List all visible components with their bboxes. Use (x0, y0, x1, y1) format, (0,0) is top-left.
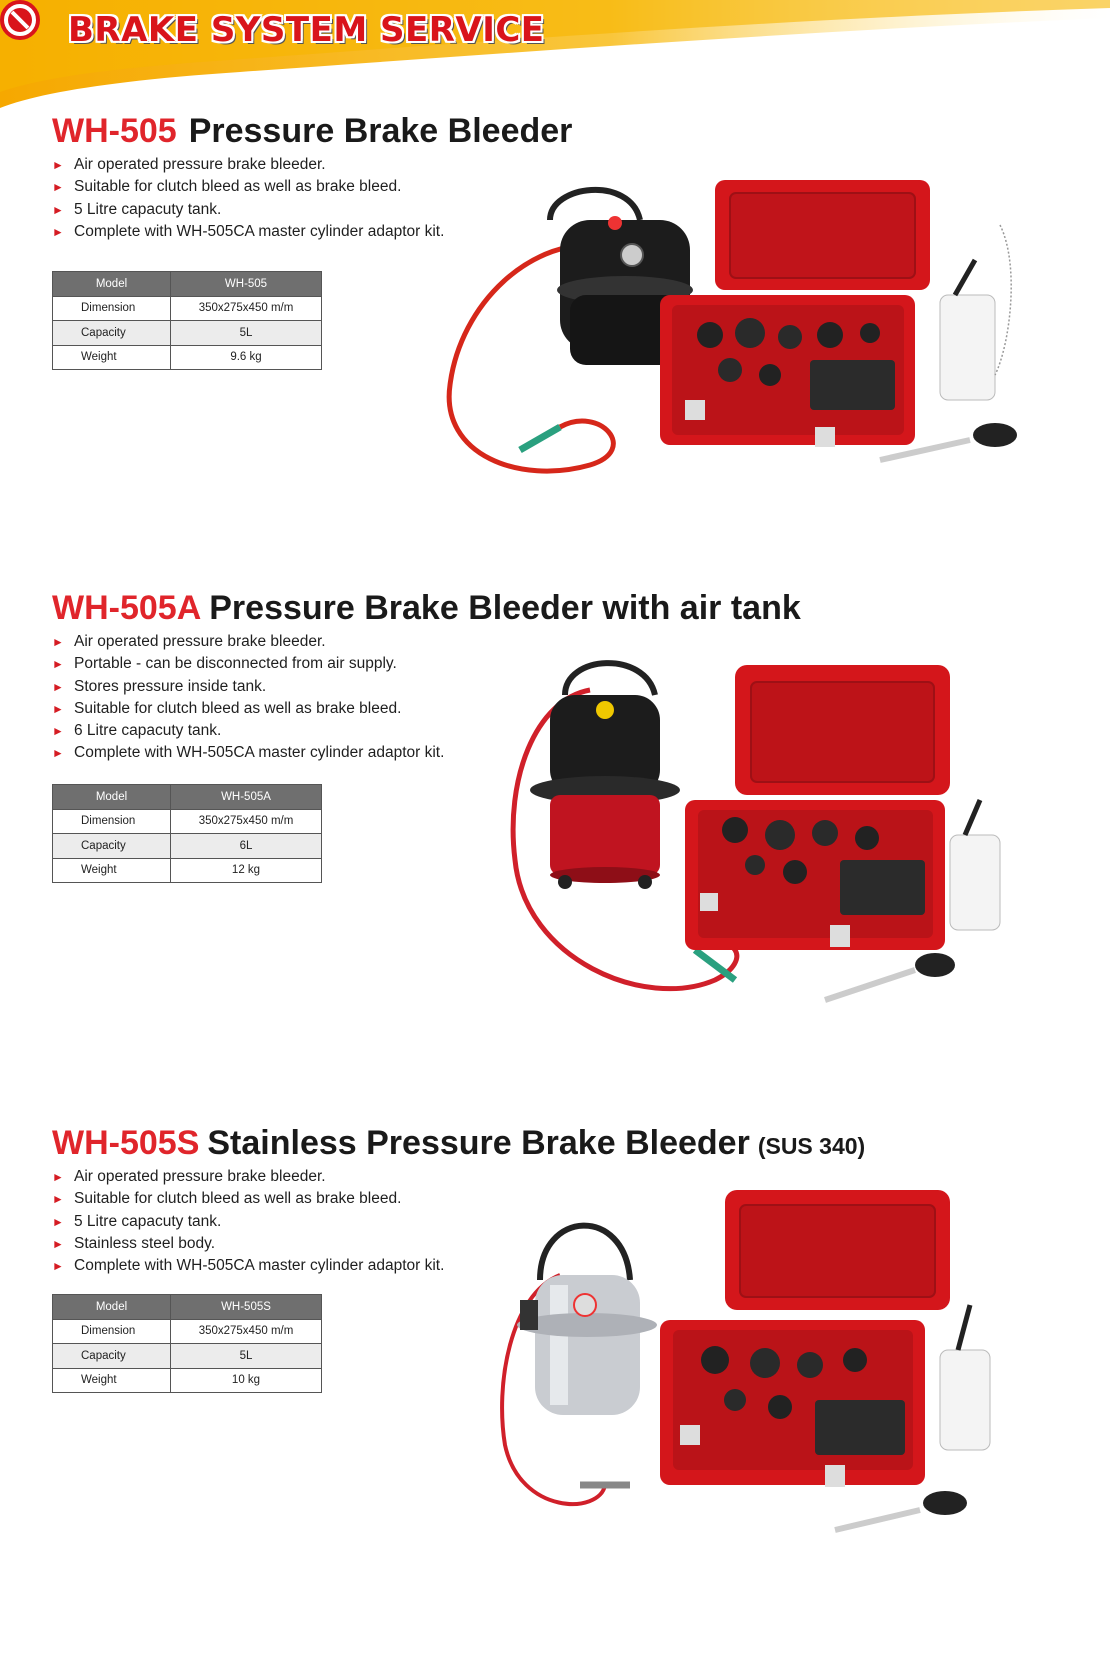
feature-item: ►Suitable for clutch bleed as well as br… (52, 176, 444, 198)
product-name: Pressure Brake Bleeder with air tank (209, 589, 801, 627)
spec-value: 9.6 kg (170, 344, 322, 370)
spec-key: Dimension (52, 1318, 171, 1344)
product-image-wh-505s (500, 1190, 991, 1533)
spec-key: Capacity (52, 1343, 171, 1369)
feature-item: ►Air operated pressure brake bleeder. (52, 154, 444, 176)
product-title: WH-505 Pressure Brake Bleeder (52, 112, 572, 151)
spec-header-value: WH-505S (170, 1294, 322, 1320)
spec-key: Dimension (52, 295, 171, 321)
no-entry-logo-icon (0, 0, 40, 40)
spec-value: 5L (170, 320, 322, 346)
spec-value: 350x275x450 m/m (170, 295, 322, 321)
spec-header-value: WH-505A (170, 784, 322, 810)
triangle-right-icon: ► (52, 1170, 64, 1184)
spec-key: Weight (52, 344, 171, 370)
product-image-wh-505a (510, 660, 1001, 1003)
product-image-wh-505 (446, 180, 1017, 474)
product-name: Stainless Pressure Brake Bleeder (207, 1124, 750, 1162)
spec-value: 6L (170, 833, 322, 859)
feature-item: ►5 Litre capacuty tank. (52, 1211, 444, 1233)
feature-item: ►Suitable for clutch bleed as well as br… (52, 1188, 444, 1210)
spec-header-key: Model (52, 1294, 171, 1320)
triangle-right-icon: ► (52, 180, 64, 195)
spec-value: 350x275x450 m/m (170, 1318, 322, 1344)
triangle-right-icon: ► (52, 724, 64, 739)
spec-key: Capacity (52, 833, 171, 859)
product-material-note: (SUS 340) (757, 1133, 866, 1159)
spec-header-key: Model (52, 271, 171, 297)
feature-item: ►Stores pressure inside tank. (52, 676, 444, 698)
triangle-right-icon: ► (52, 1259, 64, 1274)
banner-title: BRAKE SYSTEM SERVICE (68, 10, 545, 50)
feature-item: ►Stainless steel body. (52, 1233, 444, 1255)
feature-item: ►Air operated pressure brake bleeder. (52, 1166, 444, 1188)
triangle-right-icon: ► (52, 635, 64, 649)
triangle-right-icon: ► (52, 158, 64, 172)
product-code: WH-505S (52, 1124, 200, 1162)
product-code: WH-505 (52, 112, 177, 150)
triangle-right-icon: ► (52, 1214, 64, 1229)
spec-key: Weight (52, 857, 171, 883)
triangle-right-icon: ► (52, 202, 64, 217)
spec-key: Weight (52, 1367, 171, 1393)
feature-item: ►6 Litre capacuty tank. (52, 720, 444, 742)
feature-list: ►Air operated pressure brake bleeder. ►S… (52, 154, 444, 243)
triangle-right-icon: ► (52, 746, 64, 761)
feature-item: ►Suitable for clutch bleed as well as br… (52, 698, 444, 720)
triangle-right-icon: ► (52, 679, 64, 694)
feature-item: ►Air operated pressure brake bleeder. (52, 631, 444, 653)
feature-item: ►Portable - can be disconnected from air… (52, 653, 444, 675)
triangle-right-icon: ► (52, 1192, 64, 1207)
spec-key: Capacity (52, 320, 171, 346)
feature-item: ►5 Litre capacuty tank. (52, 199, 444, 221)
spec-header-key: Model (52, 784, 171, 810)
triangle-right-icon: ► (52, 657, 64, 672)
spec-key: Dimension (52, 808, 171, 834)
spec-header-value: WH-505 (170, 271, 322, 297)
feature-item: ►Complete with WH-505CA master cylinder … (52, 1255, 444, 1277)
header-banner: BRAKE SYSTEM SERVICE (0, 0, 1110, 118)
spec-value: 5L (170, 1343, 322, 1369)
banner-background (0, 0, 1110, 108)
feature-list: ►Air operated pressure brake bleeder. ►S… (52, 1166, 444, 1277)
triangle-right-icon: ► (52, 224, 64, 239)
spec-value: 10 kg (170, 1367, 322, 1393)
triangle-right-icon: ► (52, 1236, 64, 1251)
feature-item: ►Complete with WH-505CA master cylinder … (52, 221, 444, 243)
triangle-right-icon: ► (52, 701, 64, 716)
spec-value: 12 kg (170, 857, 322, 883)
product-code: WH-505A (52, 589, 202, 627)
feature-item: ►Complete with WH-505CA master cylinder … (52, 742, 444, 764)
spec-value: 350x275x450 m/m (170, 808, 322, 834)
feature-list: ►Air operated pressure brake bleeder. ►P… (52, 631, 444, 765)
product-name: Pressure Brake Bleeder (188, 112, 573, 150)
